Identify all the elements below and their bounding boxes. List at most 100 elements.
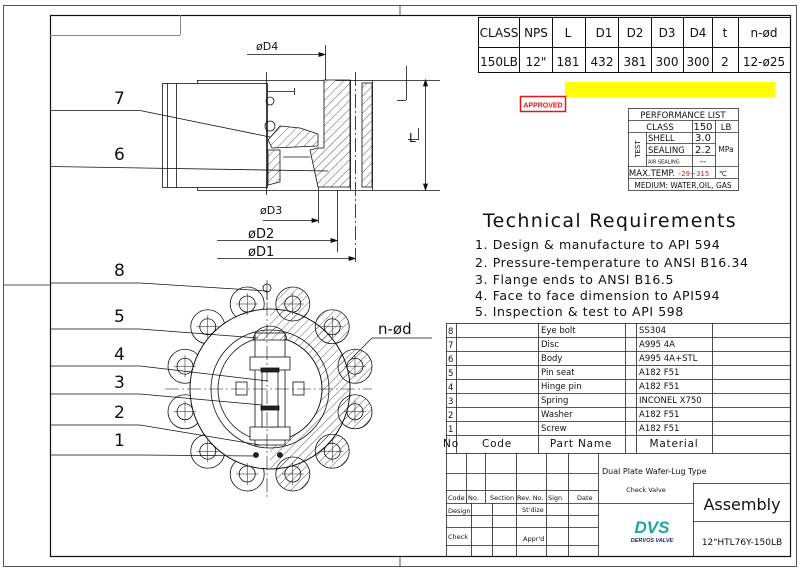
highlight-bar bbox=[565, 82, 775, 97]
spec-header: CLASS bbox=[480, 26, 519, 40]
bolt-hole bbox=[321, 315, 344, 338]
bolt-hole bbox=[196, 440, 219, 463]
rev-header: No. bbox=[468, 494, 479, 502]
part-no: 2 bbox=[448, 411, 453, 421]
tech-item: 1. Design & manufacture to API 594 bbox=[475, 237, 720, 252]
company-name: DERVOS VALVE bbox=[631, 538, 674, 544]
perf-class-value: 150 bbox=[693, 122, 712, 133]
part-material: SS304 bbox=[639, 326, 666, 336]
callout-7: 7 bbox=[114, 89, 125, 109]
logo-mark: DVS bbox=[635, 518, 671, 537]
part-no: 5 bbox=[448, 369, 453, 379]
spec-header: t bbox=[723, 26, 728, 40]
tech-item: 4. Face to face dimension to API594 bbox=[475, 288, 720, 303]
part-no: 6 bbox=[448, 355, 453, 365]
spec-value: 12" bbox=[526, 55, 547, 69]
perf-class-unit: LB bbox=[721, 123, 732, 133]
parts-row: 3 Spring INCONEL X750 bbox=[448, 396, 702, 407]
rev-header: Date bbox=[577, 494, 593, 502]
perf-sealing-value: 2.2 bbox=[695, 145, 711, 156]
callout-1: 1 bbox=[114, 431, 125, 451]
tech-item: 5. Inspection & test to API 598 bbox=[475, 304, 684, 319]
part-name: Disc bbox=[541, 340, 559, 350]
part-name: Pin seat bbox=[541, 368, 575, 378]
spec-header: D4 bbox=[690, 26, 707, 40]
perf-air-value: -- bbox=[700, 157, 706, 167]
part-no: 4 bbox=[448, 383, 453, 393]
check-label: Check bbox=[448, 533, 468, 541]
part-no: 1 bbox=[448, 425, 453, 435]
part-material: A182 F51 bbox=[639, 368, 679, 378]
part-material: A182 F51 bbox=[639, 382, 679, 392]
title-block bbox=[446, 453, 790, 556]
perf-temp-value: -29~315 bbox=[679, 170, 710, 178]
apprd-label: Appr'd bbox=[523, 535, 544, 543]
performance-title: PERFORMANCE LIST bbox=[640, 111, 726, 121]
perf-pressure-unit: MPa bbox=[718, 145, 733, 154]
rev-header: Rev. No. bbox=[517, 494, 544, 502]
spec-header: D2 bbox=[627, 26, 644, 40]
tech-title: Technical Requirements bbox=[482, 210, 737, 232]
approved-stamp bbox=[519, 95, 567, 113]
inner-frame bbox=[49, 14, 792, 558]
spec-header: D1 bbox=[596, 26, 613, 40]
bolt-hole bbox=[236, 292, 259, 315]
part-material: INCONEL X750 bbox=[639, 396, 702, 406]
spec-value: 2 bbox=[721, 55, 729, 69]
part-name: Eye bolt bbox=[541, 326, 576, 336]
spec-table bbox=[478, 17, 791, 73]
rev-header: Sign bbox=[548, 494, 562, 502]
bolt-hole bbox=[236, 463, 259, 486]
product-line2: Check Valve bbox=[626, 486, 666, 494]
part-name: Hinge pin bbox=[541, 382, 582, 392]
part-material: A182 F51 bbox=[639, 424, 679, 434]
tech-item: 3. Flange ends to ANSI B16.5 bbox=[475, 272, 674, 287]
part-no: 3 bbox=[448, 397, 453, 407]
design-label: Design bbox=[448, 507, 470, 515]
bolt-hole bbox=[321, 440, 344, 463]
spec-value: 432 bbox=[591, 55, 614, 69]
product-line1: Dual Plate Wafer-Lug Type bbox=[602, 467, 707, 476]
part-material: A995 4A bbox=[639, 340, 675, 350]
spec-value: 300 bbox=[687, 55, 710, 69]
performance-table bbox=[628, 108, 739, 191]
callout-6: 6 bbox=[114, 145, 125, 165]
perf-sealing-label: SEALING bbox=[648, 146, 685, 156]
stdize-label: St'dize bbox=[522, 506, 544, 514]
parts-header-no: No bbox=[443, 438, 459, 450]
part-name: Washer bbox=[541, 410, 573, 420]
part-no: 7 bbox=[448, 341, 453, 351]
bolt-hole bbox=[173, 355, 196, 378]
part-name: Body bbox=[541, 354, 562, 364]
spec-value: 181 bbox=[557, 55, 580, 69]
parts-row: 4 Hinge pin A182 F51 bbox=[448, 382, 679, 393]
part-name: Spring bbox=[541, 396, 568, 406]
rev-header: Section bbox=[490, 494, 514, 502]
bolt-hole bbox=[281, 292, 304, 315]
spec-value: 12-ø25 bbox=[743, 55, 785, 69]
rev-header: Code bbox=[448, 494, 465, 502]
dim-d2: øD2 bbox=[248, 227, 274, 242]
front-view bbox=[50, 280, 432, 500]
dim-d1: øD1 bbox=[248, 245, 274, 260]
spec-header: D3 bbox=[659, 26, 676, 40]
callout-4: 4 bbox=[114, 345, 125, 365]
perf-test-label: TEST bbox=[634, 140, 642, 159]
model-number: 12"HTL76Y-150LB bbox=[702, 538, 782, 548]
parts-header-code: Code bbox=[482, 438, 512, 450]
bolt-hole bbox=[173, 400, 196, 423]
perf-temp-label: MAX.TEMP. bbox=[629, 169, 675, 179]
bolt-hole bbox=[344, 355, 367, 378]
spec-header: NPS bbox=[524, 26, 548, 40]
callout-8: 8 bbox=[114, 261, 125, 281]
parts-row: 7 Disc A995 4A bbox=[448, 340, 675, 351]
callout-2: 2 bbox=[114, 403, 125, 423]
spec-header: n-ød bbox=[751, 26, 778, 40]
spec-value: 300 bbox=[656, 55, 679, 69]
part-material: A995 4A+STL bbox=[639, 354, 698, 364]
approved-stamp-text: APPROVED bbox=[523, 103, 562, 110]
spec-value: 381 bbox=[624, 55, 647, 69]
dim-nd: n-ød bbox=[378, 320, 412, 338]
